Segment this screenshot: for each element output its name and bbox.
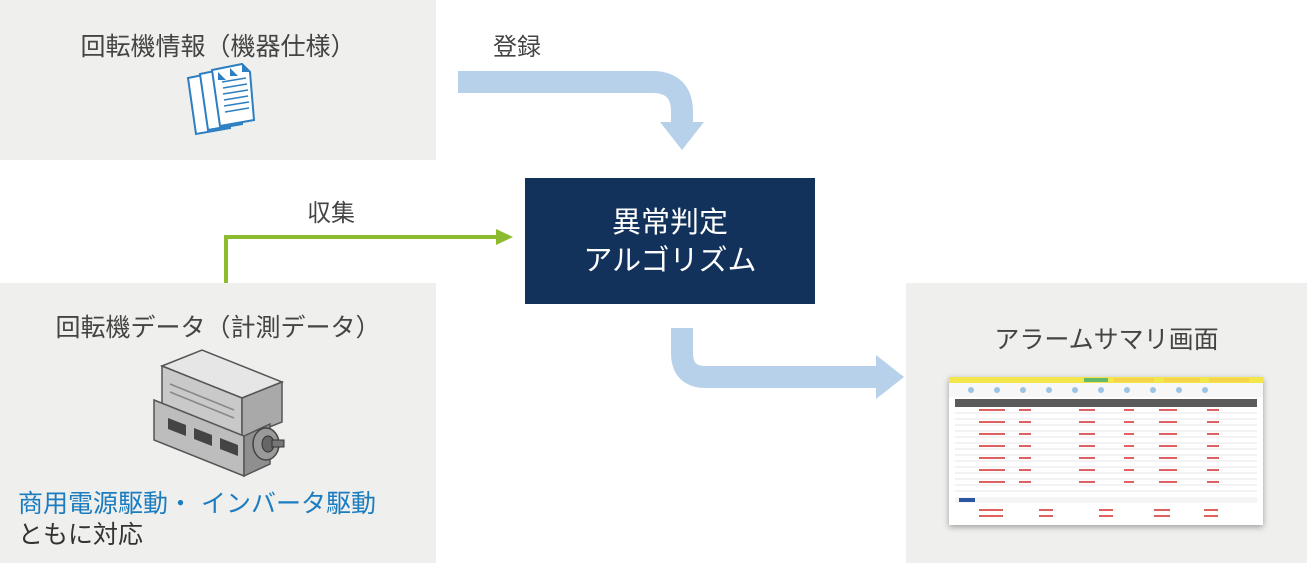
motor-icon (153, 349, 285, 478)
register-label: 登録 (493, 33, 541, 61)
documents-icon (186, 62, 256, 136)
collect-arrow-head (496, 229, 513, 245)
data-panel-title: 回転機データ（計測データ） (55, 313, 381, 342)
algorithm-line2: アルゴリズム (583, 243, 757, 277)
drive-note-suffix: ともに対応 (18, 520, 144, 549)
alarm-summary-screenshot (949, 377, 1263, 517)
collect-arrow (224, 235, 498, 283)
output-arrow (671, 328, 876, 388)
register-arrow (458, 71, 693, 122)
algorithm-box: 異常判定 アルゴリズム (525, 178, 815, 304)
output-arrow-head (876, 355, 904, 399)
collect-label: 収集 (307, 199, 355, 227)
register-arrow-head (660, 122, 704, 150)
alarm-summary-thumbnail (949, 377, 1263, 525)
drive-note: 商用電源駆動・ インバータ駆動 (18, 489, 376, 518)
spec-panel-title: 回転機情報（機器仕様） (80, 32, 356, 61)
algorithm-line1: 異常判定 (611, 205, 728, 239)
alarm-panel-title: アラームサマリ画面 (994, 325, 1219, 354)
